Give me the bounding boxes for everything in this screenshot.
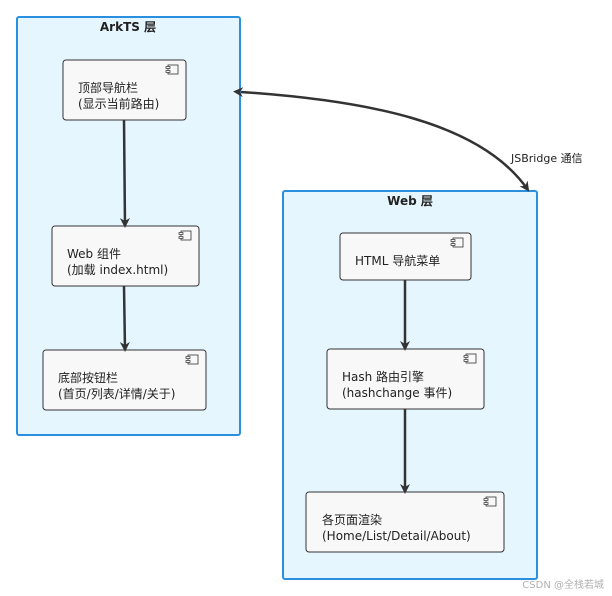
component-icon xyxy=(463,353,477,364)
component-bottom-buttons-line2: (首页/列表/详情/关于) xyxy=(58,386,176,401)
component-top-nav-line2: (显示当前路由) xyxy=(78,96,159,111)
component-web-component: Web 组件 (加载 index.html) xyxy=(51,225,200,287)
component-page-render: 各页面渲染 (Home/List/Detail/About) xyxy=(305,491,505,553)
component-bottom-buttons-line1: 底部按钮栏 xyxy=(58,370,118,385)
watermark: CSDN @全栈若城 xyxy=(522,578,604,591)
component-hash-router-line2: (hashchange 事件) xyxy=(342,386,452,400)
component-icon xyxy=(165,64,179,75)
package-arkts-title: ArkTS 层 xyxy=(100,20,156,34)
component-bottom-buttons: 底部按钮栏 (首页/列表/详情/关于) xyxy=(42,349,207,411)
component-html-menu: HTML 导航菜单 xyxy=(339,232,472,281)
package-web-title: Web 层 xyxy=(387,194,433,208)
component-hash-router-line1: Hash 路由引擎 xyxy=(342,369,424,384)
arrow-web-component-to-bottom-buttons xyxy=(119,285,130,352)
component-icon xyxy=(450,237,464,248)
arrow-top-nav-to-web-component xyxy=(119,119,130,228)
component-web-component-line2: (加载 index.html) xyxy=(67,263,168,277)
component-icon xyxy=(185,354,199,365)
component-hash-router: Hash 路由引擎 (hashchange 事件) xyxy=(326,348,485,410)
component-icon xyxy=(483,496,497,507)
component-page-render-line1: 各页面渲染 xyxy=(322,512,382,527)
edge-label-jsbridge: JSBridge 通信 xyxy=(510,152,583,165)
component-page-render-line2: (Home/List/Detail/About) xyxy=(322,529,471,543)
component-icon xyxy=(178,230,192,241)
component-top-nav-line1: 顶部导航栏 xyxy=(78,80,138,95)
component-web-component-line1: Web 组件 xyxy=(67,247,121,261)
component-top-nav: 顶部导航栏 (显示当前路由) xyxy=(62,59,187,121)
component-html-menu-line1: HTML 导航菜单 xyxy=(355,253,440,268)
arrow-jsbridge xyxy=(233,87,530,192)
